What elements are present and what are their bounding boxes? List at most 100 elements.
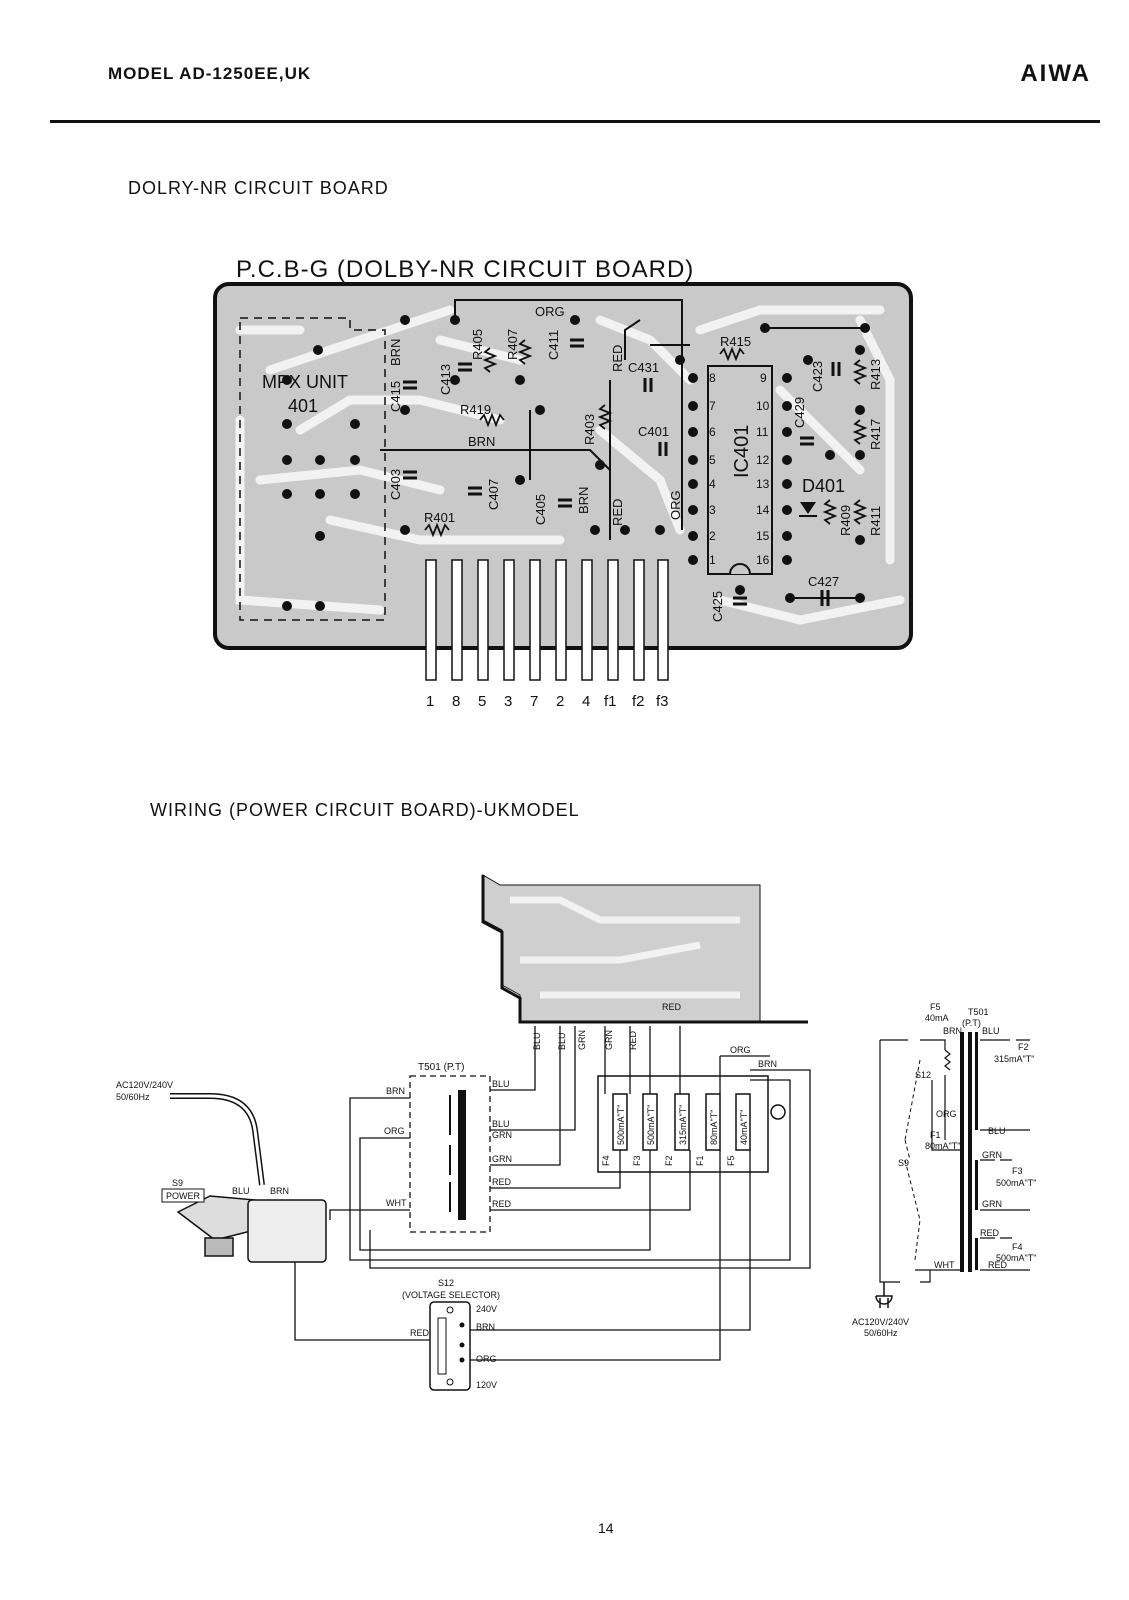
section-title-wiring: WIRING (POWER CIRCUIT BOARD)-UKMODEL: [150, 800, 580, 820]
component-label: C425: [710, 591, 725, 622]
pcb-board: MPX UNIT 401 IC401 D401 R415 R405 R407 C…: [213, 282, 913, 710]
wire-color-label: ORG: [535, 304, 565, 319]
edge-pin-label: f2: [632, 693, 645, 710]
schematic-ac-freq: 50/60Hz: [864, 1328, 898, 1338]
ic-pin-number: 3: [709, 503, 716, 517]
voltage-selector-label: (VOLTAGE SELECTOR): [402, 1290, 500, 1300]
wire-label: GRN: [492, 1130, 512, 1140]
ic-pin-number: 16: [756, 553, 770, 567]
component-label: R403: [582, 414, 597, 445]
ic-pin-number: 15: [756, 529, 770, 543]
wire-label: BLU: [232, 1186, 250, 1196]
fuse-f3-rating: 500mA"T": [996, 1178, 1036, 1188]
s12-label: S12: [438, 1278, 454, 1288]
fuse-rating: 500mA"T": [616, 1105, 626, 1145]
component-label: C405: [533, 494, 548, 525]
wire-label: ORG: [730, 1045, 751, 1055]
d401-label: D401: [802, 476, 845, 496]
edge-pin-label: 7: [530, 693, 538, 710]
edge-pin-label: f1: [604, 693, 617, 710]
edge-pin-label: 3: [504, 693, 512, 710]
wire-color-label: BRN: [388, 339, 403, 366]
component-label: R405: [470, 329, 485, 360]
wire-label: GRN: [577, 1030, 587, 1050]
wire-label: GRN: [604, 1030, 614, 1050]
fuse-f1-rating: 80mA"T": [925, 1141, 960, 1151]
fuse-id: F5: [726, 1155, 736, 1166]
wiring-diagram: 500mA"T" 500mA"T" 315mA"T" 80mA"T" 40mA"…: [116, 874, 811, 1391]
wire-color-label: ORG: [668, 490, 683, 520]
ic-pin-number: 8: [709, 371, 716, 385]
ic-pin-number: 11: [756, 425, 769, 439]
component-label: C411: [546, 330, 561, 360]
model-label: MODEL AD-1250EE,UK: [108, 64, 312, 83]
wire-label: RED: [492, 1177, 512, 1187]
edge-pin-label: 4: [582, 693, 590, 710]
wire-label: RED: [662, 1002, 682, 1012]
wire-label: GRN: [492, 1154, 512, 1164]
component-label: R417: [868, 419, 883, 450]
wire-label: RED: [628, 1030, 638, 1050]
fuse-f5-rating: 40mA: [925, 1013, 949, 1023]
schematic-ac-label: AC120V/240V: [852, 1317, 909, 1327]
component-label: R413: [868, 359, 883, 390]
ic-pin-number: 4: [709, 477, 716, 491]
ic-pin-number: 14: [756, 503, 770, 517]
wire-color-label: RED: [610, 345, 625, 372]
section-title-dolby: DOLRY-NR CIRCUIT BOARD: [128, 178, 389, 198]
v240-label: 240V: [476, 1304, 497, 1314]
wire-label: BRN: [943, 1026, 962, 1036]
component-label: R415: [720, 334, 751, 349]
ic-pin-number: 9: [760, 371, 767, 385]
component-label: C415: [388, 381, 403, 412]
wire-color-label: BRN: [576, 487, 591, 514]
wire-label: RED: [980, 1228, 1000, 1238]
wire-label: BRN: [386, 1086, 405, 1096]
page-number: 14: [598, 1520, 614, 1536]
wire-label: BLU: [988, 1126, 1006, 1136]
fuse-f5-label: F5: [930, 1002, 941, 1012]
s9-switch-label: S9: [898, 1158, 909, 1168]
wire-label: ORG: [936, 1109, 957, 1119]
fuse-f3-id: F3: [1012, 1166, 1023, 1176]
wire-label: BLU: [492, 1119, 510, 1129]
component-label: R401: [424, 510, 455, 525]
edge-pin-label: 5: [478, 693, 486, 710]
header-rule: [50, 120, 1100, 123]
wire-label: RED: [410, 1328, 430, 1338]
wire-label: WHT: [386, 1198, 407, 1208]
wire-label: BRN: [476, 1322, 495, 1332]
s12-switch-label: S12: [915, 1070, 931, 1080]
v120-label: 120V: [476, 1380, 497, 1390]
fuse-f4-rating: 500mA"T": [996, 1253, 1036, 1263]
component-label: R409: [838, 505, 853, 536]
wire-label: WHT: [934, 1260, 955, 1270]
component-label: C423: [810, 361, 825, 392]
wire-color-label: BRN: [468, 434, 495, 449]
fuse-id: F3: [632, 1155, 642, 1166]
wire-label: BLU: [492, 1079, 510, 1089]
ic-pin-number: 1: [709, 553, 716, 567]
wire-label: RED: [492, 1199, 512, 1209]
component-label: R407: [505, 329, 520, 360]
mpx-unit-number: 401: [288, 396, 318, 416]
wire-label: BLU: [532, 1032, 542, 1050]
ac-input-label: AC120V/240V: [116, 1080, 173, 1090]
fuse-rating: 40mA"T": [739, 1110, 749, 1145]
power-schematic: F5 40mA T501 (P.T) BRN BLU F2 315mA"T" S…: [852, 1002, 1036, 1338]
component-label: C427: [808, 574, 839, 589]
fuse-f2-rating: 315mA"T": [994, 1054, 1034, 1064]
component-label: C401: [638, 424, 669, 439]
wire-label: RED: [988, 1260, 1008, 1270]
wire-color-label: RED: [610, 499, 625, 526]
fuse-f4-id: F4: [1012, 1242, 1023, 1252]
wire-label: BRN: [270, 1186, 289, 1196]
fuse-rating: 500mA"T": [646, 1105, 656, 1145]
edge-pin-label: f3: [656, 693, 669, 710]
component-label: C403: [388, 469, 403, 500]
fuse-id: F2: [664, 1155, 674, 1166]
edge-pin-label: 8: [452, 693, 460, 710]
edge-pin-label: 1: [426, 693, 434, 710]
brand-logo: AIWA: [1020, 60, 1091, 87]
